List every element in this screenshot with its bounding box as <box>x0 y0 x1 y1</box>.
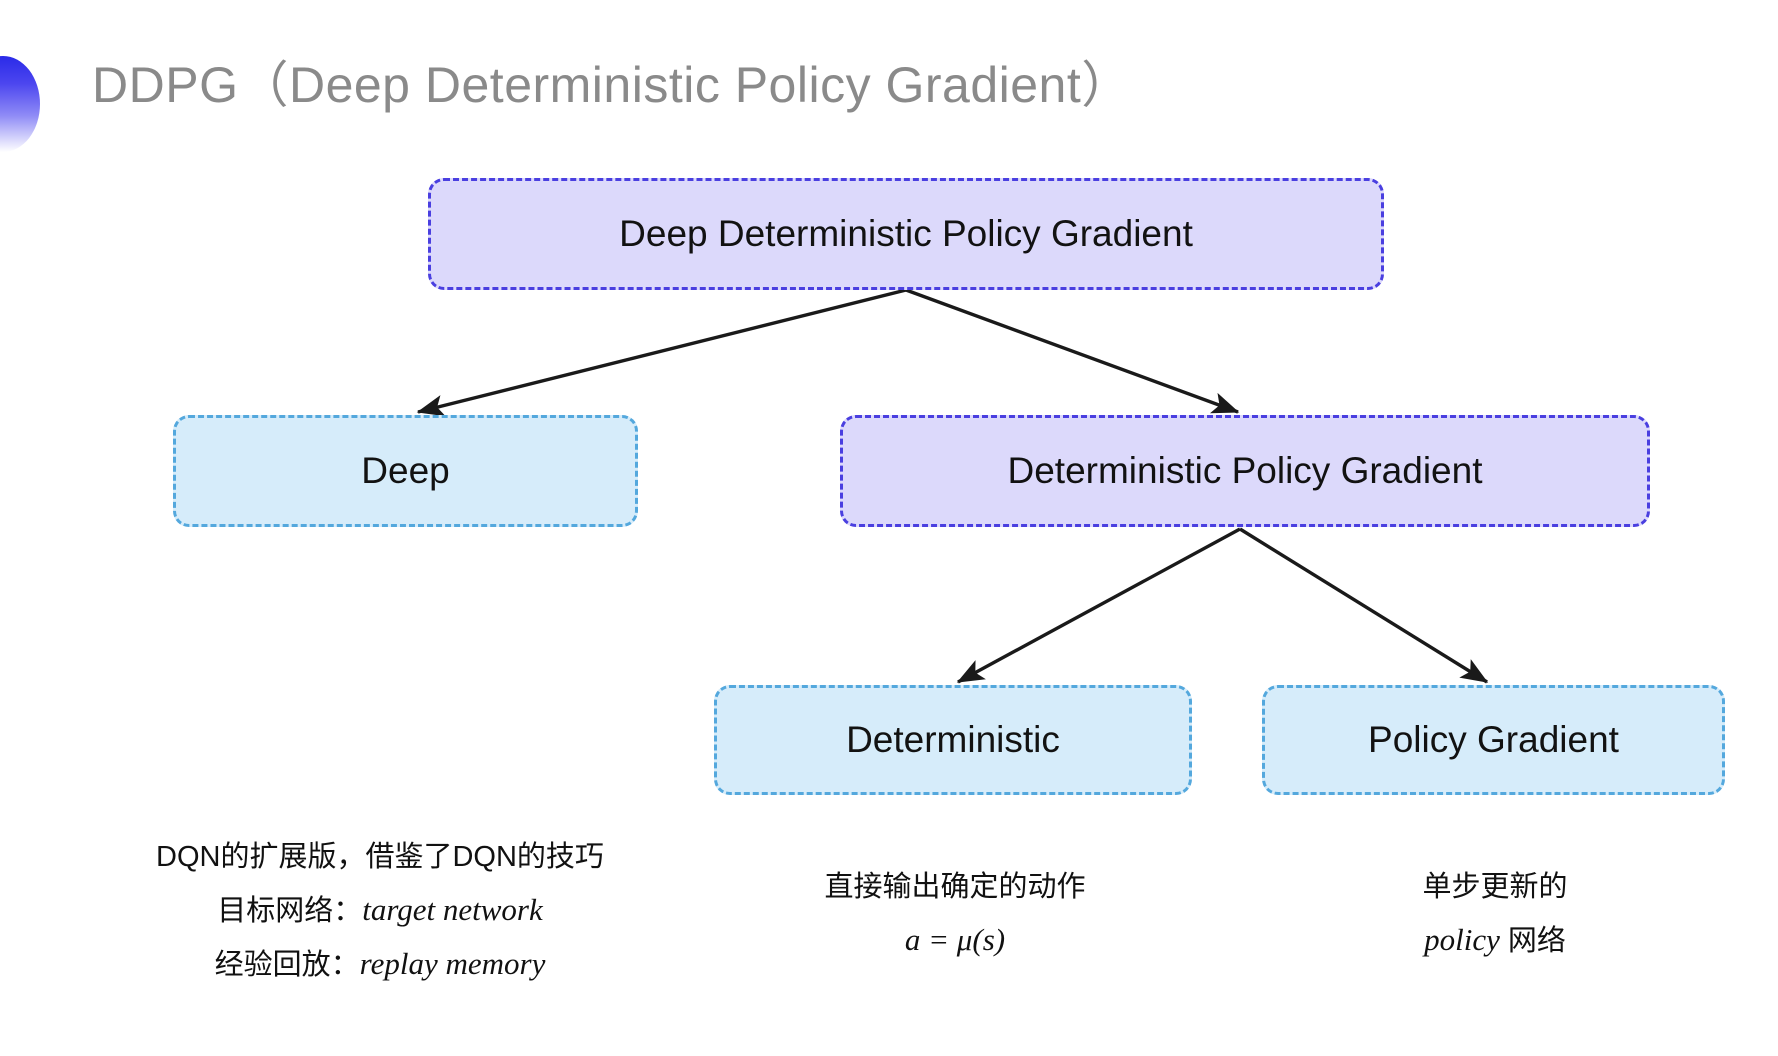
node-ddpg-label: Deep Deterministic Policy Gradient <box>619 213 1193 254</box>
caption-policy-gradient-line1: 单步更新的 <box>1422 871 1568 903</box>
edge-dpg-to-policy-gradient <box>1239 527 1489 684</box>
page-title: DDPG（Deep Deterministic Policy Gradient） <box>92 57 1132 113</box>
edge-root-to-dpg <box>905 288 1240 414</box>
node-deep-label: Deep <box>361 450 450 491</box>
node-ddpg[interactable]: Deep Deterministic Policy Gradient <box>428 178 1384 290</box>
caption-deterministic: 直接输出确定的动作 a = μ(s) <box>700 862 1210 967</box>
node-dpg[interactable]: Deterministic Policy Gradient <box>840 415 1650 527</box>
caption-policy-gradient-line2: policy 网络 <box>1250 913 1740 967</box>
caption-deep: DQN的扩展版，借鉴了DQN的技巧 目标网络：target network 经验… <box>60 832 700 991</box>
node-policy-gradient-label: Policy Gradient <box>1368 719 1619 760</box>
caption-deterministic-formula: a = μ(s) <box>904 921 1006 957</box>
node-deterministic-label: Deterministic <box>846 719 1060 760</box>
title-bullet-icon <box>0 56 40 152</box>
node-deep[interactable]: Deep <box>173 415 638 527</box>
caption-policy-gradient: 单步更新的 policy 网络 <box>1250 862 1740 967</box>
caption-deterministic-line1: 直接输出确定的动作 <box>824 871 1086 903</box>
edge-dpg-to-deterministic <box>956 527 1241 684</box>
node-policy-gradient[interactable]: Policy Gradient <box>1262 685 1725 795</box>
node-deterministic[interactable]: Deterministic <box>714 685 1192 795</box>
caption-deep-line3-term: replay memory <box>359 946 546 981</box>
caption-policy-gradient-term: policy <box>1424 921 1500 957</box>
caption-deep-line2-label: 目标网络： <box>217 894 363 927</box>
edge-root-to-deep <box>416 288 907 417</box>
caption-deep-line1: DQN的扩展版，借鉴了DQN的技巧 <box>156 841 604 873</box>
node-dpg-label: Deterministic Policy Gradient <box>1007 450 1483 491</box>
caption-deep-line2-term: target network <box>362 891 543 927</box>
caption-deep-line3: 经验回放：replay memory <box>60 937 700 991</box>
caption-deep-line2: 目标网络：target network <box>60 883 700 937</box>
caption-policy-gradient-suffix: 网络 <box>1499 924 1566 957</box>
caption-deep-line3-label: 经验回放： <box>214 949 360 981</box>
